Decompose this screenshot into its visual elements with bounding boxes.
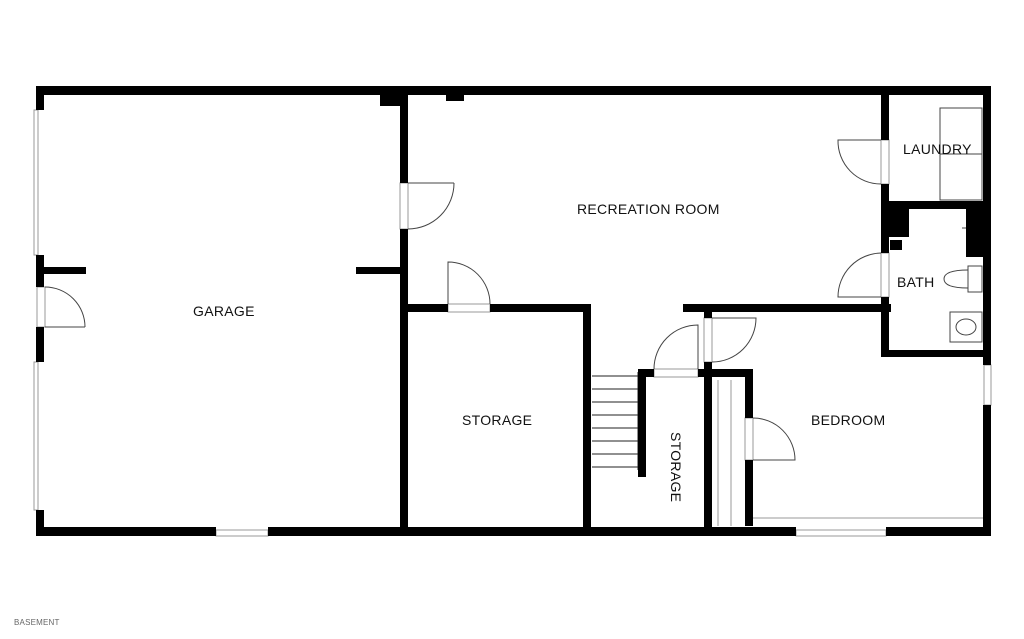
laundry-appliances	[939, 107, 983, 201]
wall-storage-top-left	[400, 304, 448, 312]
wall-laundry-bottom	[881, 201, 991, 209]
floor-name-label: BASEMENT	[14, 618, 60, 627]
garage-bottom-window	[215, 529, 269, 537]
stairs	[592, 372, 639, 470]
wall-bedroom-top	[683, 304, 891, 312]
door-garage-to-recreation	[399, 182, 455, 230]
wall-stair-storage-left	[638, 369, 646, 477]
walls	[36, 86, 991, 536]
toilet-tank-icon	[967, 265, 983, 293]
sink-basin-icon	[955, 318, 977, 336]
wall-outer-top	[36, 86, 991, 95]
door-bedroom-closet	[744, 417, 796, 461]
door-bath	[837, 252, 890, 298]
garage-left-window-upper	[33, 109, 39, 256]
wall-bath-stub	[890, 240, 902, 250]
wall-garage-post	[380, 86, 406, 106]
garage-left-window-lower	[33, 361, 39, 511]
door-storage-main	[447, 261, 491, 313]
wall-garage-stub-right	[356, 267, 406, 274]
wall-storage-top-right	[490, 304, 591, 312]
wall-garage-divider-mid	[400, 229, 408, 304]
wall-closet-right-top	[745, 369, 753, 418]
dryer-icon	[939, 153, 983, 201]
sink-icon	[949, 311, 983, 343]
room-label-laundry: LAUNDRY	[903, 141, 972, 157]
wall-closet-right-bottom	[745, 460, 753, 526]
wall-garage-stub-left	[36, 267, 86, 274]
wall-outer-left-bottom	[36, 510, 44, 536]
toilet-bowl-icon	[943, 269, 969, 289]
wall-outer-bottom-c	[886, 527, 991, 536]
bedroom-bottom-window	[795, 529, 887, 537]
door-laundry	[837, 139, 890, 185]
wall-bath-bottom	[881, 350, 991, 357]
room-label-garage: GARAGE	[193, 303, 255, 319]
room-label-bath: BATH	[897, 274, 935, 290]
wall-utility-left-c	[881, 297, 889, 357]
wall-rec-post	[446, 86, 464, 101]
closet-rail	[717, 380, 984, 526]
wall-bath-pillar-left	[881, 209, 909, 237]
wall-bath-pillar-right	[966, 209, 991, 257]
wall-outer-bottom-a	[36, 527, 216, 536]
wall-closet-top	[704, 369, 753, 377]
room-label-bedroom: BEDROOM	[811, 412, 886, 428]
bedroom-right-window	[983, 364, 992, 406]
door-bedroom-entry	[703, 317, 757, 363]
wall-bedroom-post	[704, 304, 712, 318]
door-stair-storage	[653, 324, 699, 378]
room-label-storage-main: STORAGE	[462, 412, 533, 428]
wall-outer-left-top	[36, 86, 44, 110]
wall-outer-bottom-b	[268, 527, 796, 536]
windows	[33, 109, 992, 537]
wall-garage-divider-bottom	[400, 304, 408, 536]
wall-garage-divider-top	[400, 86, 408, 183]
wall-stair-storage-right	[704, 362, 712, 536]
wall-outer-left-mid-b	[36, 327, 44, 362]
wall-storage-right	[583, 304, 591, 536]
wall-outer-right-bottom	[983, 405, 991, 536]
room-label-storage-stair: STORAGE	[668, 432, 684, 503]
door-garage-left	[36, 286, 86, 328]
wall-utility-left-a	[881, 86, 889, 140]
room-label-recreation-room: RECREATION ROOM	[577, 201, 720, 217]
